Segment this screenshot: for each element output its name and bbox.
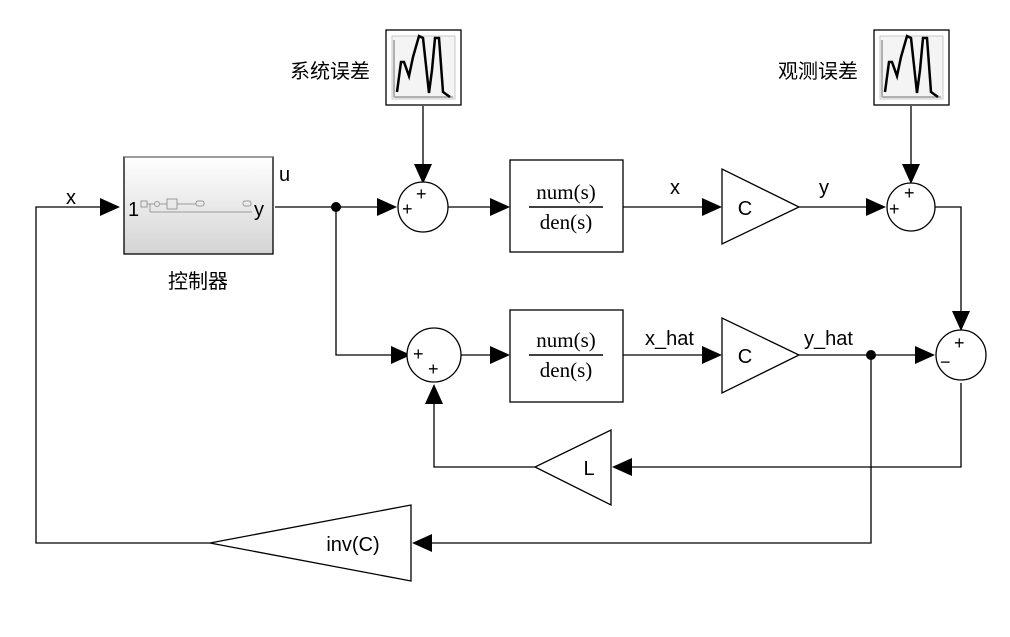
arrow-into-tf-plant xyxy=(490,198,510,216)
sum1-sign-left: + xyxy=(402,199,413,219)
wire-l-out[interactable] xyxy=(433,398,535,468)
scope-icon xyxy=(883,34,939,99)
sum-block-1[interactable]: + + xyxy=(397,181,449,233)
sum3-sign-top: + xyxy=(904,183,915,203)
tf-plant-numerator: num(s) xyxy=(536,180,596,204)
subsystem-icon xyxy=(140,198,252,213)
sum-block-2[interactable]: + + xyxy=(406,327,462,383)
gain-inv-c[interactable]: inv(C) xyxy=(209,504,412,582)
arrow-into-gain-c2 xyxy=(702,346,722,364)
wire-u-branch[interactable] xyxy=(335,207,394,356)
arrow-into-sum4-top xyxy=(952,311,970,331)
wire-error[interactable] xyxy=(626,383,962,468)
sum4-sign-top: + xyxy=(954,333,965,353)
gain-invc-label: inv(C) xyxy=(326,534,379,556)
arrow-into-gain-invc xyxy=(412,534,432,552)
arrow-into-gain-l xyxy=(612,458,632,476)
controller-port-out: y xyxy=(254,199,264,221)
gain-c-plant[interactable]: C xyxy=(721,167,801,246)
controller-port-in: 1 xyxy=(128,199,139,221)
sum-block-3[interactable]: + + xyxy=(886,182,936,232)
scope-system-block[interactable] xyxy=(385,29,462,106)
arrow-into-sum2-bottom xyxy=(425,384,443,404)
scope-system-name: 系统误差 xyxy=(290,59,370,83)
gain-c2-label: C xyxy=(738,346,752,368)
arrow-scope2-down xyxy=(902,164,920,184)
branch-point-y-hat xyxy=(866,350,876,360)
arrow-into-sum4-left xyxy=(915,346,935,364)
controller-block[interactable]: 1 y xyxy=(123,156,274,255)
signal-label-x-in: x xyxy=(66,187,76,209)
sum-block-4[interactable]: + − xyxy=(935,329,987,381)
sum2-sign-bottom: + xyxy=(428,359,439,379)
controller-name: 控制器 xyxy=(168,269,228,293)
transfer-function-plant[interactable]: num(s) den(s) xyxy=(509,159,624,253)
tf-plant-denominator: den(s) xyxy=(540,210,592,234)
tf-observer-numerator: num(s) xyxy=(536,328,596,352)
signal-lines xyxy=(35,106,962,544)
gain-l-label: L xyxy=(583,458,594,480)
signal-label-x-hat: x_hat xyxy=(645,328,694,350)
gain-c-observer[interactable]: C xyxy=(721,316,801,395)
branch-point-u xyxy=(331,202,341,212)
scope-icon xyxy=(395,34,451,99)
arrow-into-tf-observer xyxy=(490,346,510,364)
scope-observe-name: 观测误差 xyxy=(778,59,858,83)
wire-x-feedback[interactable] xyxy=(35,206,210,544)
scope-observe-block[interactable] xyxy=(873,29,950,106)
arrow-into-sum2 xyxy=(391,346,411,364)
arrow-into-sum1 xyxy=(377,198,397,216)
sum3-sign-left: + xyxy=(889,199,900,219)
arrow-into-gain-c1 xyxy=(702,198,722,216)
gain-c1-label: C xyxy=(738,198,752,220)
tf-observer-denominator: den(s) xyxy=(540,358,592,382)
signal-label-x: x xyxy=(670,177,680,199)
signal-label-y-hat: y_hat xyxy=(804,328,853,350)
arrow-scope1-down xyxy=(414,164,432,184)
sum4-sign-left: − xyxy=(940,352,951,372)
gain-l[interactable]: L xyxy=(533,428,612,507)
wire-y-hat-branch[interactable] xyxy=(428,355,872,544)
sum1-sign-top: + xyxy=(416,184,427,204)
arrowheads xyxy=(100,164,970,552)
signal-label-u: u xyxy=(279,164,290,186)
wire-y-noisy[interactable] xyxy=(935,206,962,318)
sum2-sign-left: + xyxy=(413,344,424,364)
signal-label-y: y xyxy=(819,177,829,199)
arrow-into-sum3 xyxy=(866,198,886,216)
arrow-into-controller xyxy=(100,198,120,216)
transfer-function-observer[interactable]: num(s) den(s) xyxy=(509,309,624,403)
